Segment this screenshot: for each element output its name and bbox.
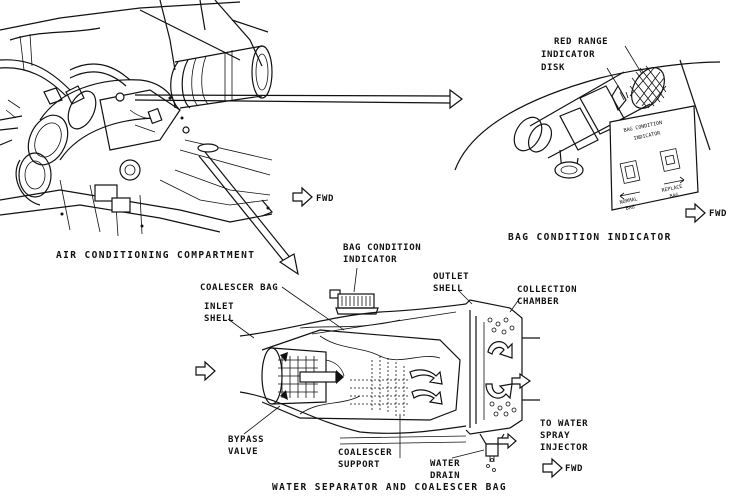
label-outlet-line2: SHELL bbox=[433, 284, 463, 294]
view-link-arrows bbox=[134, 88, 463, 276]
label-spray-line3: INJECTOR bbox=[540, 443, 588, 453]
label-red-range-line1: RED RANGE bbox=[554, 37, 608, 47]
bag-condition-indicator-fitting bbox=[329, 289, 379, 315]
label-support-line2: SUPPORT bbox=[338, 460, 380, 470]
caption-water-separator: WATER SEPARATOR AND COALESCER BAG bbox=[272, 482, 507, 493]
fwd-arrow-bottom: FWD bbox=[542, 457, 583, 479]
fwd-arrow-top-left: FWD bbox=[292, 186, 334, 208]
label-bci-line1: BAG CONDITION bbox=[343, 243, 421, 253]
label-drain-line2: DRAIN bbox=[430, 471, 460, 481]
label-coalescer-bag: COALESCER BAG bbox=[200, 283, 278, 293]
label-bypass-line1: BYPASS bbox=[228, 435, 264, 445]
label-outlet-line1: OUTLET bbox=[433, 272, 469, 282]
placard-title-line2: INDICATOR bbox=[633, 130, 662, 142]
bag-condition-indicator-view: BAG CONDITION INDICATOR NORMAL BAG REPLA… bbox=[454, 45, 721, 212]
label-red-range-line3: DISK bbox=[541, 63, 565, 73]
fwd-label-top-right: FWD bbox=[709, 209, 727, 219]
label-drain-line1: WATER bbox=[430, 459, 460, 469]
fwd-label-top-left: FWD bbox=[316, 194, 334, 204]
label-spray-line2: SPRAY bbox=[540, 431, 570, 441]
label-bypass-line2: VALVE bbox=[228, 447, 258, 457]
placard-normal-line2: BAG bbox=[625, 204, 635, 212]
label-collection-line2: CHAMBER bbox=[517, 297, 559, 307]
water-separator-view bbox=[195, 267, 540, 472]
placard-replace-line2: BAG bbox=[669, 192, 679, 200]
placard-replace-line1: REPLACE bbox=[661, 184, 683, 194]
label-support-line1: COALESCER bbox=[338, 448, 392, 458]
coalescer-support-grid bbox=[350, 356, 410, 416]
water-droplets bbox=[487, 317, 517, 417]
label-inlet-line1: INLET bbox=[204, 302, 234, 312]
label-collection-line1: COLLECTION bbox=[517, 285, 577, 295]
label-spray-line1: TO WATER bbox=[540, 419, 588, 429]
fwd-label-bottom: FWD bbox=[565, 464, 583, 474]
bypass-valve bbox=[261, 347, 345, 405]
bag-condition-placard: BAG CONDITION INDICATOR NORMAL BAG REPLA… bbox=[609, 105, 699, 212]
air-conditioning-compartment-view bbox=[0, 0, 273, 237]
fwd-arrow-top-right: FWD bbox=[685, 202, 727, 224]
placard-normal-line1: NORMAL bbox=[619, 196, 638, 206]
red-range-disk bbox=[611, 65, 667, 112]
label-inlet-line2: SHELL bbox=[204, 314, 234, 324]
caption-air-conditioning-compartment: AIR CONDITIONING COMPARTMENT bbox=[56, 250, 255, 261]
caption-bag-condition-indicator: BAG CONDITION INDICATOR bbox=[508, 232, 672, 243]
label-bci-line2: INDICATOR bbox=[343, 255, 397, 265]
label-red-range-line2: INDICATOR bbox=[541, 50, 595, 60]
